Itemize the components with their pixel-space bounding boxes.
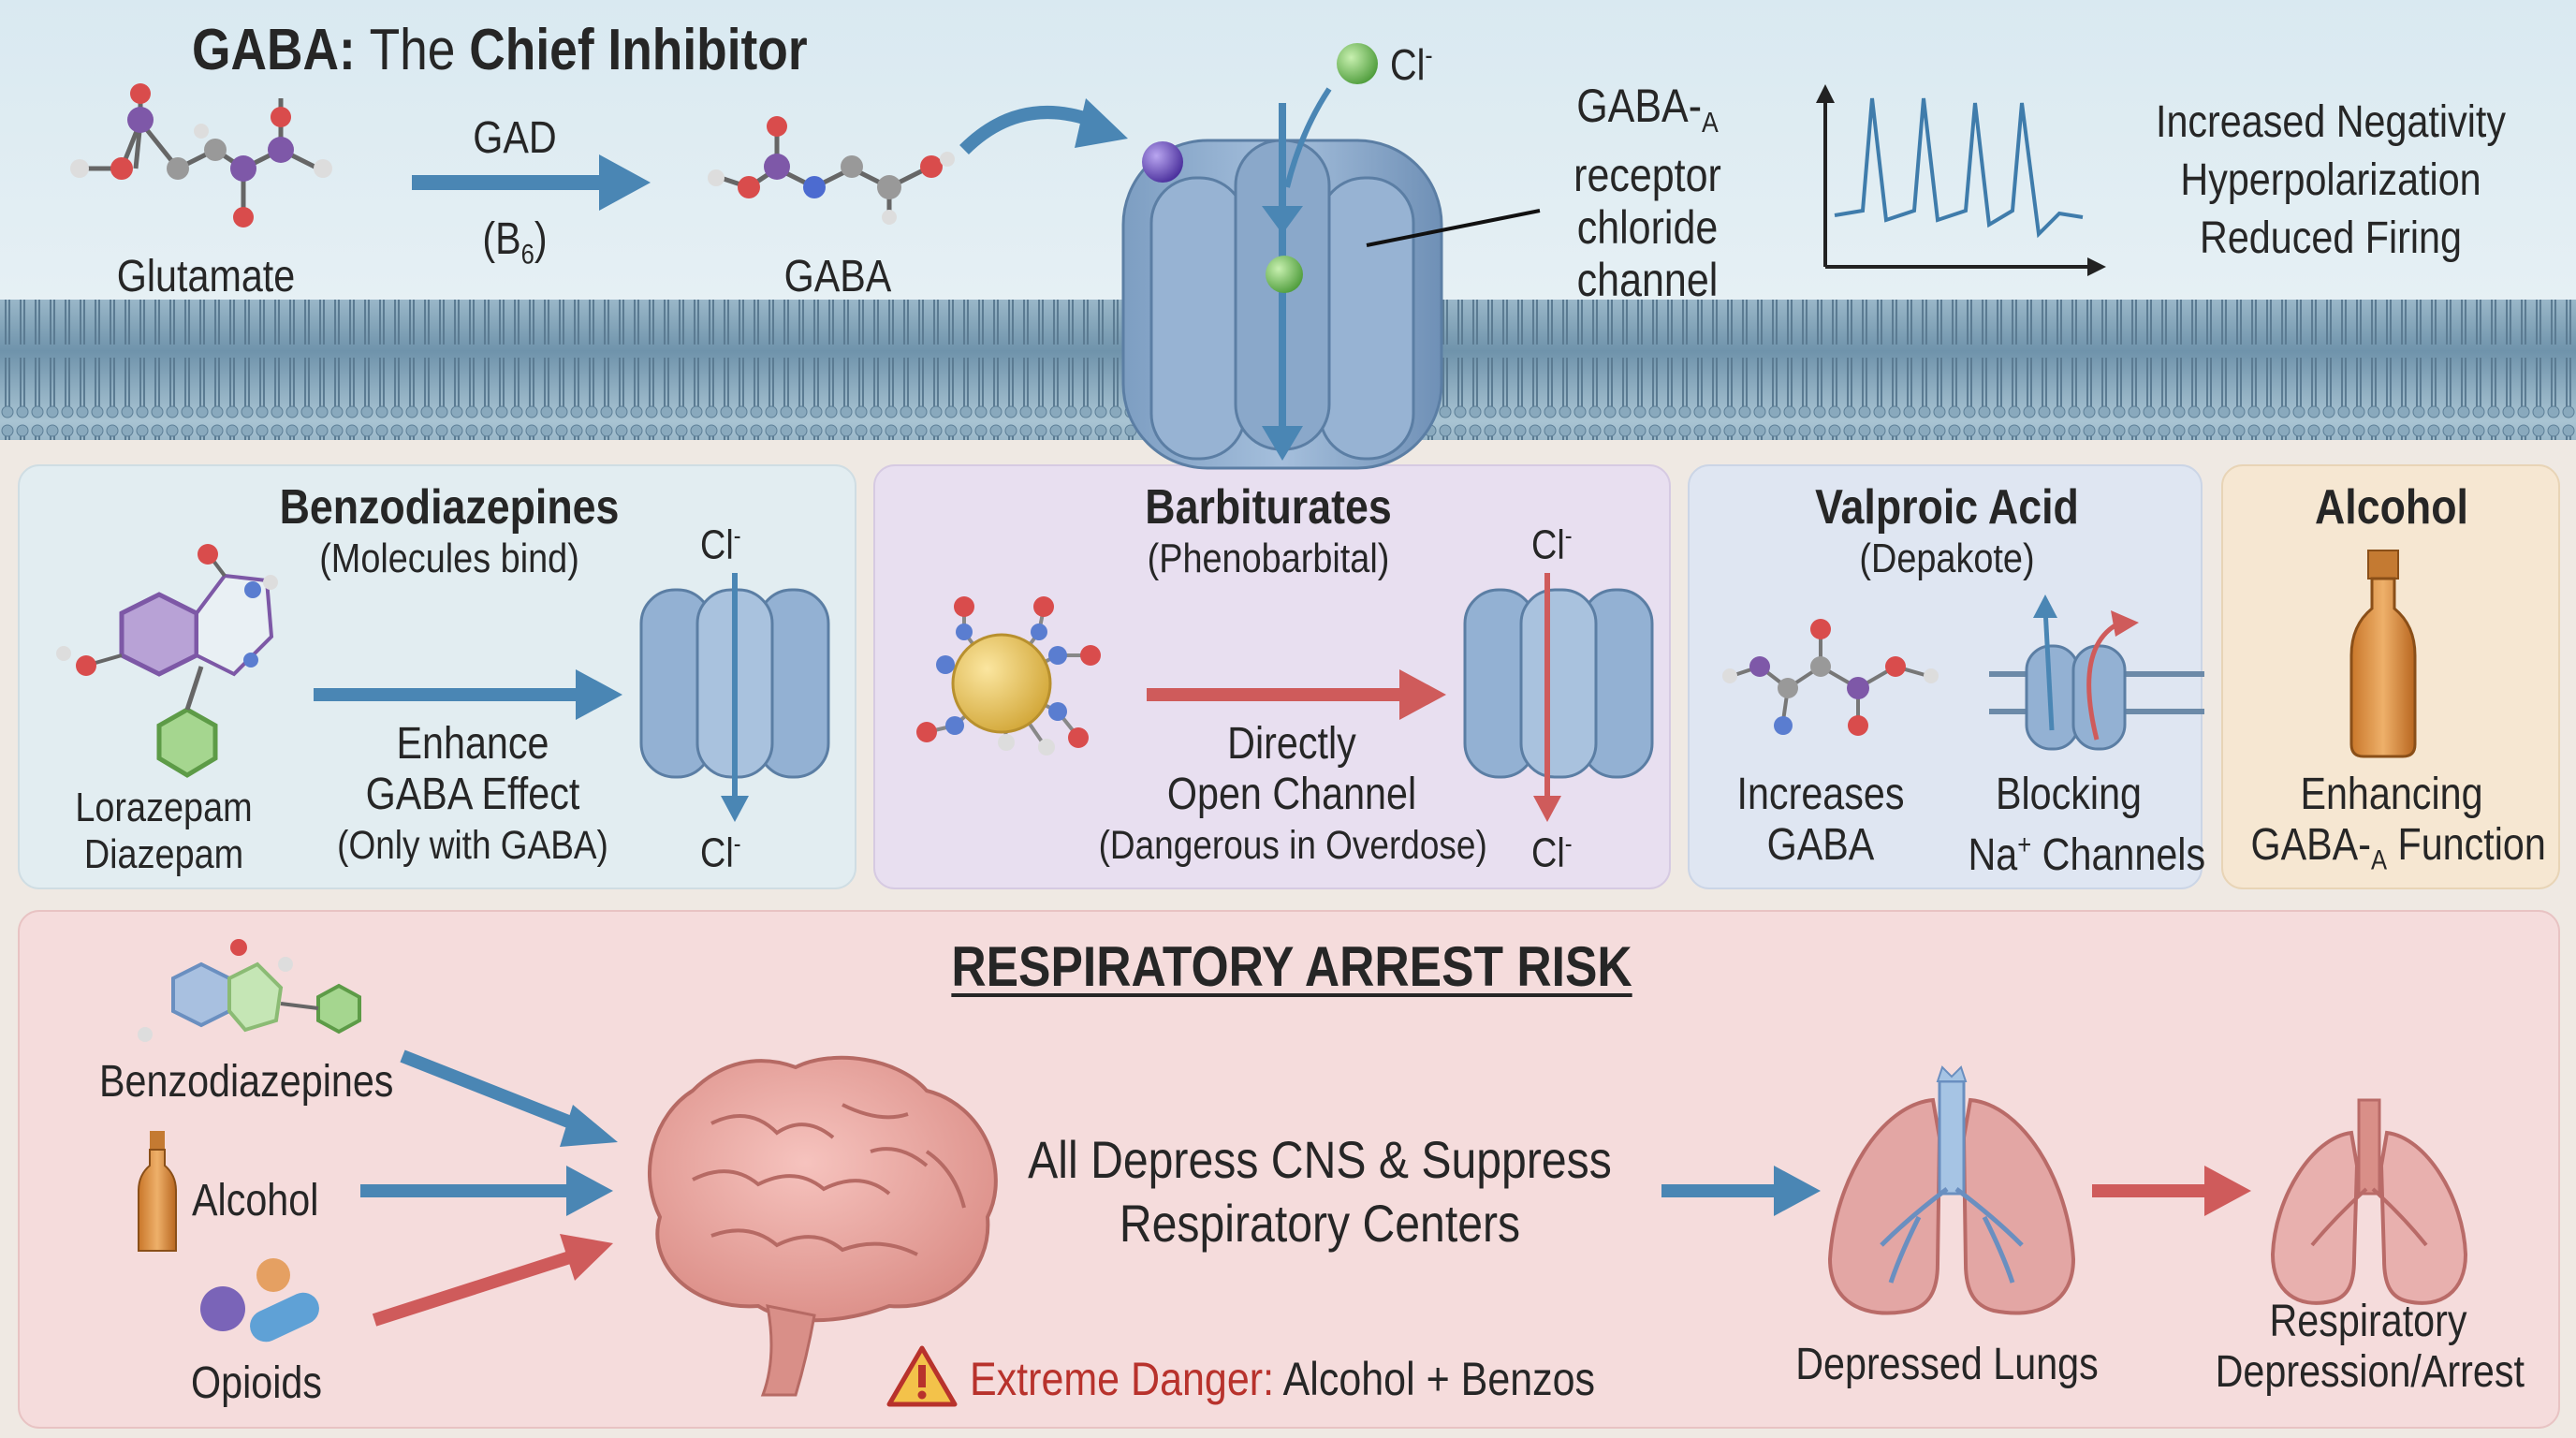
benzo-ion-top: Cl- [700,521,741,568]
respiratory-arrest-label: Respiratory Depression/Arrest [2215,1297,2525,1397]
benzo-effect: Enhance GABA Effect (Only with GABA) [337,719,608,868]
chloride-ion-label: Cl- [1390,40,1433,89]
risk-title: RESPIRATORY ARREST RISK [951,935,1632,998]
opioid-pills-icon [200,1258,319,1343]
cofactor-label: (B6) [482,214,548,271]
barb-ion-top: Cl- [1531,521,1573,568]
benzo-title: Benzodiazepines [279,480,620,535]
benzo-molecule-small [138,939,361,1042]
valproic-effect-sodium: Blocking Na+ Channels [1968,770,2206,880]
alcohol-effect: Enhancing GABA-A Function [2250,770,2546,876]
risk-input-alcohol: Alcohol [192,1176,319,1225]
gaba-a-receptor [1121,103,1443,470]
valproic-title: Valproic Acid [1815,480,2079,535]
receptor-label: GABA-A receptor chloride channel [1573,80,1721,306]
extreme-danger-warning: Extreme Danger: Alcohol + Benzos [970,1353,1596,1405]
depressed-lungs-icon [1827,1065,2076,1315]
valproic-subtitle: (Depakote) [1859,536,2035,581]
hyperpolarization-graph [1816,84,2106,276]
inhibition-effects: Increased Negativity Hyperpolarization R… [2138,94,2525,268]
alcohol-bottle-small-icon [138,1131,177,1252]
effect-item: Increased Negativity [2155,97,2506,147]
barb-effect: Directly Open Channel (Dangerous in Over… [1098,719,1487,868]
barb-subtitle: (Phenobarbital) [1147,536,1390,581]
enzyme-label: GAD [473,113,557,163]
depressed-lungs-label: Depressed Lungs [1795,1340,2099,1389]
benzo-subtitle: (Molecules bind) [319,536,579,581]
benzo-receptor [639,573,830,822]
lorazepam-molecule [56,544,278,778]
barb-receptor [1463,573,1654,822]
respiratory-arrest-lungs-icon [2270,1098,2468,1305]
barb-ion-bottom: Cl- [1531,829,1573,876]
alcohol-bottle-icon [2349,550,2417,758]
glutamate-label: Glutamate [116,252,296,301]
chloride-ion [1337,43,1378,84]
title-the: The [369,18,456,82]
alcohol-title: Alcohol [2315,480,2468,535]
risk-input-opioids: Opioids [191,1358,322,1408]
valproic-effect-gaba: Increases GABA [1736,770,1905,870]
benzo-drugs: Lorazepam Diazepam [75,785,253,877]
brain-icon [647,1055,998,1397]
warning-icon [886,1345,958,1407]
sodium-channel-icon [1989,594,2204,751]
page-title: GABA: The Chief Inhibitor [192,17,808,83]
risk-center-text: All Depress CNS & Suppress Respiratory C… [1028,1130,1612,1253]
effect-item: Reduced Firing [2200,213,2462,263]
title-rest: Chief Inhibitor [469,18,808,82]
benzo-ion-bottom: Cl- [700,829,741,876]
gaba-label: GABA [783,252,892,301]
title-gaba: GABA: [192,18,356,82]
risk-input-benzo: Benzodiazepines [99,1057,394,1107]
effect-item: Hyperpolarization [2180,155,2481,205]
barb-title: Barbiturates [1145,480,1392,535]
